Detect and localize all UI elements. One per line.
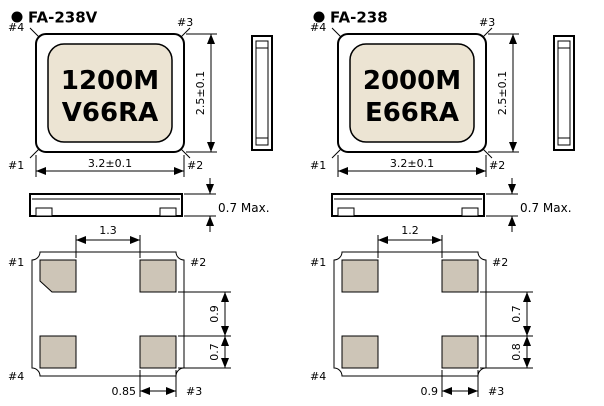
pin-label-top-left: #1 [310,256,326,269]
top-view: 2000M E66RA #4 #3 #1 #2 [310,16,505,172]
profile-terminal-left [35,207,53,217]
width-dimension: 3.2±0.1 [337,155,487,177]
part-header: FA-238V [11,9,98,27]
pin-label-top-right: #3 [479,16,495,29]
pad-1 [341,259,379,293]
drawing-fa-238: FA-238 2000M E66RA #4 #3 #1 #2 3.2±0.1 [310,9,575,398]
pad-height-dim-label: 0.8 [510,343,523,361]
pad-gap-dim-label: 1.3 [99,224,117,237]
profile-view: 0.7 Max. [331,178,572,232]
pin-label-top-right: #2 [190,256,206,269]
corner-tick [29,148,40,159]
thickness-dim-label: 0.7 Max. [218,201,270,215]
bottom-view: #1 #2 #4 #3 1.2 0.7 0.8 0.9 [310,224,533,398]
marking-line2: E66RA [365,98,459,128]
pad-1-chamfered [39,259,77,293]
part-title: FA-238V [28,9,98,27]
pin-label-bottom-left: #4 [8,370,24,383]
height-dimension: 2.5±0.1 [488,33,519,153]
pin-label-bottom-right: #3 [488,385,504,398]
marking-line1: 1200M [61,66,159,96]
profile-terminal-right [159,207,177,217]
top-view: 1200M V66RA #4 #3 #1 #2 [8,16,203,172]
side-outline [251,35,273,151]
pin-label-bottom-left: #4 [310,370,326,383]
height-dim-label: 2.5±0.1 [496,71,509,115]
corner-tick [180,148,191,159]
height-dimension: 2.5±0.1 [186,33,217,153]
profile-terminal-left [337,207,355,217]
package-lid [47,43,173,143]
pad-3 [139,335,177,369]
side-gap-dim-label: 0.7 [510,305,523,323]
pad-3 [441,335,479,369]
marking-line2: V66RA [62,98,158,128]
height-dim-label: 2.5±0.1 [194,71,207,115]
width-dimension: 3.2±0.1 [35,155,185,177]
pad-width-dim-label: 0.9 [421,385,439,398]
corner-tick [29,27,40,38]
pad-2 [139,259,177,293]
thickness-dim-label: 0.7 Max. [520,201,572,215]
pin-label-bottom-right: #2 [187,159,203,172]
pin-label-top-left: #4 [310,21,326,34]
bullet-icon [313,11,325,23]
profile-body [331,193,485,217]
corner-tick [331,27,342,38]
side-gap-dim-label: 0.9 [208,305,221,323]
pin-label-top-left: #4 [8,21,24,34]
part-header: FA-238 [313,9,388,27]
bottom-view: #1 #2 #4 #3 1.3 0.9 0.7 0.85 [8,224,231,398]
pad-4 [39,335,77,369]
side-view [251,35,273,151]
pad-gap-dim-label: 1.2 [401,224,419,237]
marking-line1: 2000M [363,66,461,96]
side-view [553,35,575,151]
corner-tick [331,148,342,159]
pad-4 [341,335,379,369]
drawing-fa-238v: FA-238V 1200M V66RA #4 #3 #1 #2 3.2±0.1 [8,9,273,398]
pad-height-dim-label: 0.7 [208,343,221,361]
side-outline [553,35,575,151]
pad-2 [441,259,479,293]
pin-label-bottom-right: #3 [186,385,202,398]
part-title: FA-238 [330,9,388,27]
corner-tick [482,27,493,38]
pin-label-top-left: #1 [8,256,24,269]
pin-label-top-right: #2 [492,256,508,269]
pin-label-top-right: #3 [177,16,193,29]
side-inner-line [255,40,269,146]
width-dim-label: 3.2±0.1 [390,157,434,170]
pad-width-dim-label: 0.85 [112,385,137,398]
pin-label-bottom-right: #2 [489,159,505,172]
width-dim-label: 3.2±0.1 [88,157,132,170]
pin-label-bottom-left: #1 [8,159,24,172]
corner-tick [482,148,493,159]
package-lid [349,43,475,143]
pin-label-bottom-left: #1 [310,159,326,172]
side-inner-line [557,40,571,146]
profile-terminal-right [461,207,479,217]
profile-view: 0.7 Max. [29,178,270,232]
corner-tick [180,27,191,38]
bullet-icon [11,11,23,23]
profile-body [29,193,183,217]
